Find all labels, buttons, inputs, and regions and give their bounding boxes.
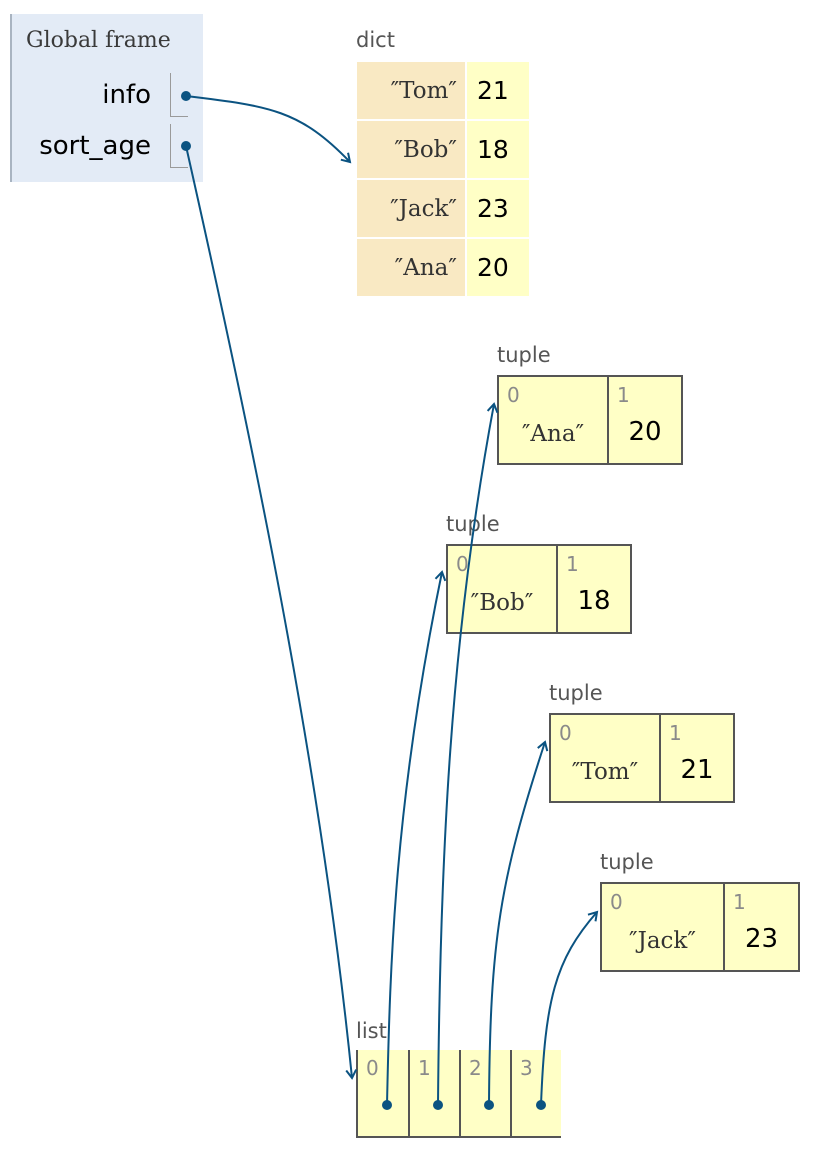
tuple-string-value: ″Bob″ bbox=[470, 590, 534, 616]
tuple-ana: 0 ″Ana″ 1 20 bbox=[497, 375, 683, 465]
tuple-number-value: 23 bbox=[744, 924, 779, 954]
list-index: 3 bbox=[520, 1056, 533, 1080]
dict-key: ″Tom″ bbox=[357, 62, 465, 119]
tuple-cell-0: 0 ″Bob″ bbox=[448, 546, 558, 632]
tuple-string-value: ″Tom″ bbox=[571, 759, 639, 785]
pointer-origin-dot bbox=[181, 91, 191, 101]
tuple-cell-1: 1 18 bbox=[558, 546, 630, 632]
tuple-number-value: 21 bbox=[680, 755, 714, 785]
dict-key: ″Jack″ bbox=[357, 180, 465, 237]
dict-value: 21 bbox=[467, 62, 529, 119]
list-index: 2 bbox=[469, 1056, 482, 1080]
variable-sort-age-name: sort_age bbox=[39, 131, 151, 161]
pointer-origin-dot bbox=[382, 1100, 392, 1110]
dict-value: 20 bbox=[467, 239, 529, 296]
tuple-index: 1 bbox=[669, 721, 682, 745]
list-index: 1 bbox=[418, 1056, 431, 1080]
list-cell-2[interactable]: 2 bbox=[459, 1050, 511, 1138]
tuple-index: 0 bbox=[610, 890, 623, 914]
dict-value: 23 bbox=[467, 180, 529, 237]
variable-info-slot[interactable] bbox=[170, 73, 188, 117]
list-cell-3[interactable]: 3 bbox=[510, 1050, 561, 1138]
pointer-list2-to-tuple-tom bbox=[488, 740, 549, 1106]
tuple-type-label: tuple bbox=[549, 681, 603, 705]
tuple-index: 0 bbox=[456, 552, 469, 576]
pointer-sort-age-to-list bbox=[185, 145, 358, 1080]
pointer-list1-to-tuple-ana bbox=[437, 402, 499, 1106]
pointer-info-to-dict bbox=[185, 95, 352, 164]
pointer-origin-dot bbox=[536, 1100, 546, 1110]
tuple-cell-1: 1 20 bbox=[609, 377, 681, 463]
tuple-tom: 0 ″Tom″ 1 21 bbox=[549, 713, 735, 803]
dict-key: ″Ana″ bbox=[357, 239, 465, 296]
variable-sort-age-slot[interactable] bbox=[170, 124, 188, 168]
tuple-type-label: tuple bbox=[497, 343, 551, 367]
tuple-index: 1 bbox=[566, 552, 579, 576]
tuple-string-value: ″Jack″ bbox=[629, 928, 696, 954]
tuple-bob: 0 ″Bob″ 1 18 bbox=[446, 544, 632, 634]
tuple-string-value: ″Ana″ bbox=[521, 421, 585, 447]
pointer-origin-dot bbox=[181, 141, 191, 151]
dict-value: 18 bbox=[467, 121, 529, 178]
tuple-cell-0: 0 ″Jack″ bbox=[602, 884, 725, 970]
dict-type-label: dict bbox=[356, 28, 395, 52]
variable-info-name: info bbox=[102, 80, 151, 110]
list-index: 0 bbox=[366, 1056, 379, 1080]
tuple-type-label: tuple bbox=[600, 850, 654, 874]
pointer-origin-dot bbox=[433, 1100, 443, 1110]
pointer-origin-dot bbox=[484, 1100, 494, 1110]
dict-key: ″Bob″ bbox=[357, 121, 465, 178]
list-cell-0[interactable]: 0 bbox=[356, 1050, 408, 1138]
frame-title: Global frame bbox=[26, 28, 171, 53]
pointer-list0-to-tuple-bob bbox=[386, 570, 447, 1106]
list-cell-1[interactable]: 1 bbox=[408, 1050, 460, 1138]
pointer-list3-to-tuple-jack bbox=[540, 910, 599, 1106]
tuple-number-value: 20 bbox=[628, 417, 662, 447]
global-frame: Global frame info sort_age bbox=[10, 14, 203, 182]
tuple-index: 1 bbox=[617, 383, 630, 407]
tuple-cell-0: 0 ″Tom″ bbox=[551, 715, 661, 801]
tuple-cell-1: 1 21 bbox=[661, 715, 733, 801]
tuple-index: 0 bbox=[507, 383, 520, 407]
tuple-index: 1 bbox=[733, 890, 746, 914]
tuple-index: 0 bbox=[559, 721, 572, 745]
tuple-cell-0: 0 ″Ana″ bbox=[499, 377, 609, 463]
tuple-jack: 0 ″Jack″ 1 23 bbox=[600, 882, 800, 972]
list-type-label: list bbox=[356, 1019, 387, 1043]
tuple-cell-1: 1 23 bbox=[725, 884, 798, 970]
tuple-number-value: 18 bbox=[577, 586, 611, 616]
